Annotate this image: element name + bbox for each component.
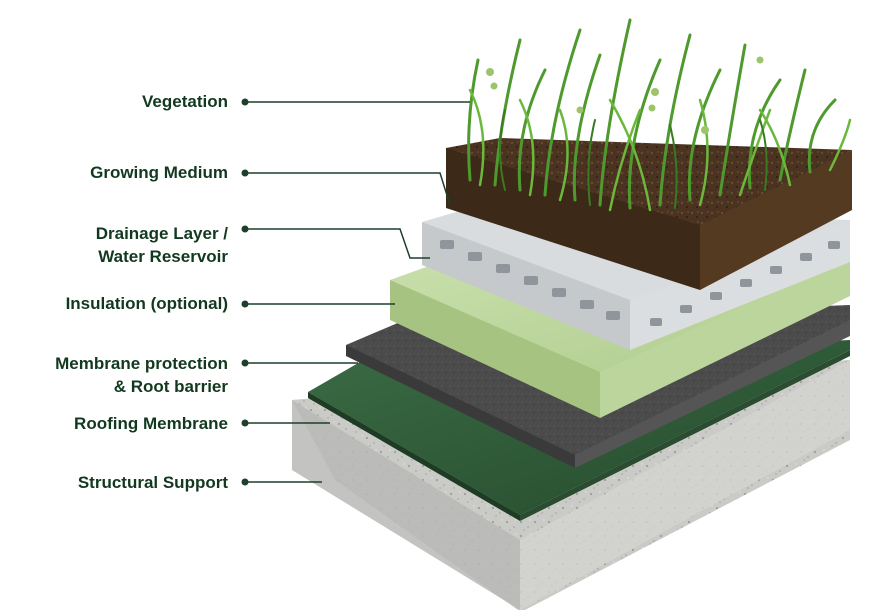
leader-dots [241, 98, 249, 486]
vegetation-grass [467, 18, 852, 212]
leader-drainage [245, 228, 430, 259]
leader-lines [245, 101, 470, 483]
leader-growing-medium [245, 172, 451, 206]
